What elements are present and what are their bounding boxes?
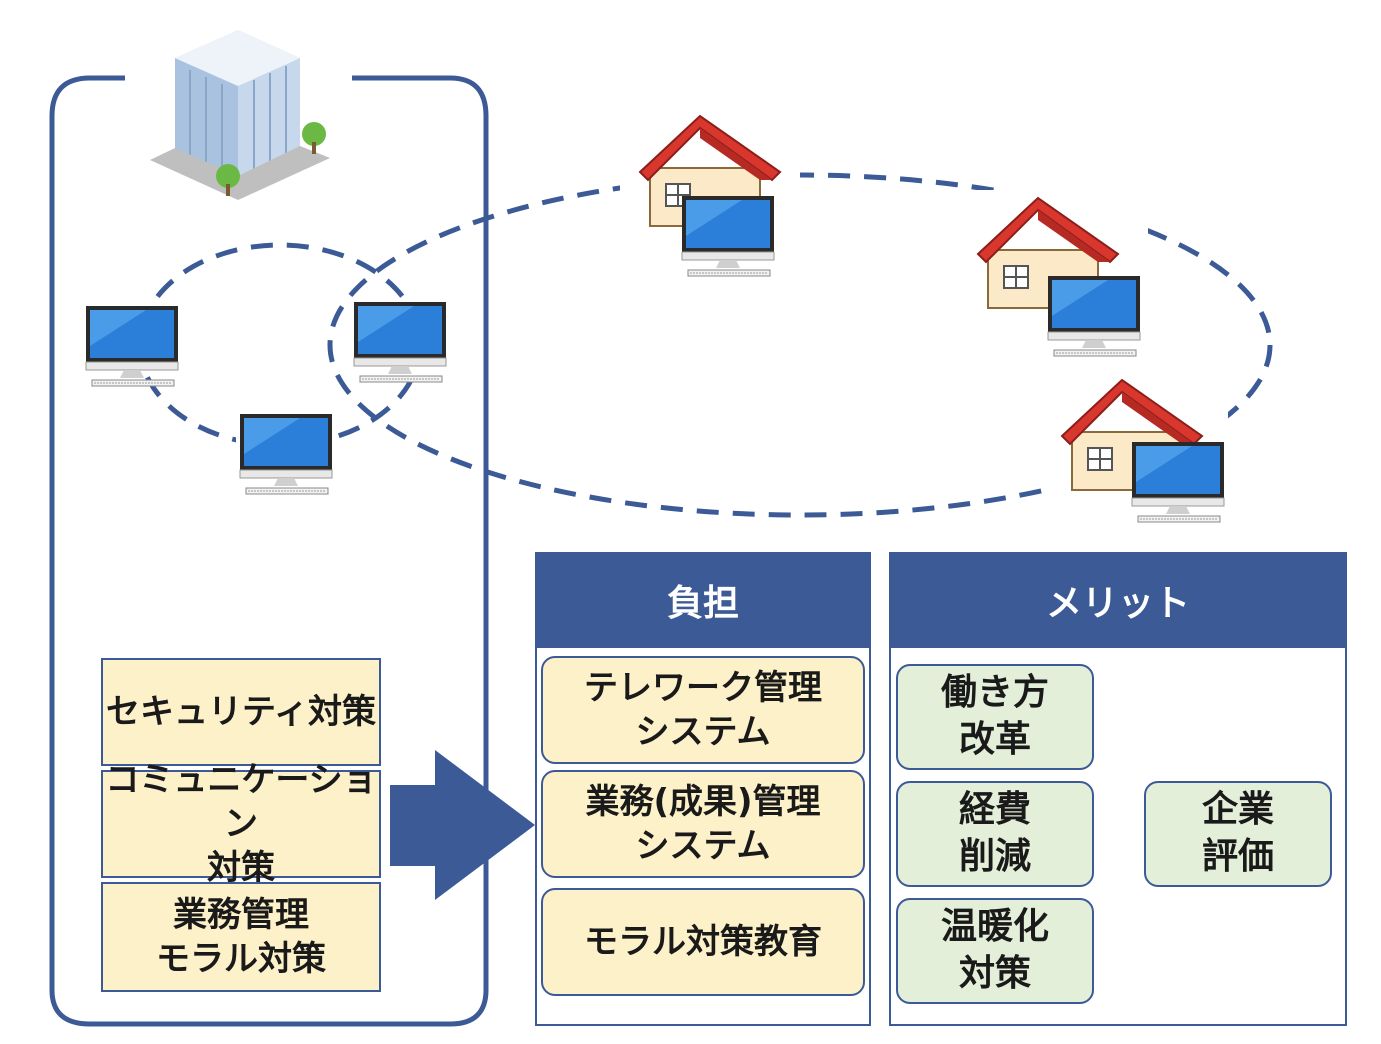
house-icon <box>620 108 800 277</box>
computer-icon <box>84 302 180 387</box>
burden-item-label: テレワーク管理 システム <box>584 667 822 752</box>
right-arrow-icon <box>390 750 535 900</box>
computer-icon <box>236 410 334 495</box>
burden-item-label: 業務(成果)管理 システム <box>585 781 821 866</box>
merit-header: メリット <box>889 552 1347 648</box>
burden-header: 負担 <box>535 552 871 648</box>
house-icon <box>958 190 1148 357</box>
merit-header-label: メリット <box>1045 583 1190 624</box>
burden-item-label: モラル対策教育 <box>584 921 822 962</box>
merit-result: 企業 評価 <box>1144 781 1332 887</box>
merit-item-label: 経費 削減 <box>958 789 1031 877</box>
office-building-icon <box>150 30 330 200</box>
measure-security: セキュリティ対策 <box>101 658 381 766</box>
measure-security-label: セキュリティ対策 <box>106 691 376 732</box>
merit-item-label: 温暖化 対策 <box>940 906 1049 994</box>
house-icon <box>1042 372 1228 523</box>
measure-management: 業務管理 モラル対策 <box>101 882 381 992</box>
measure-communication: コミュニケーション 対策 <box>101 760 381 888</box>
merit-item-label: 働き方 改革 <box>940 672 1049 760</box>
burden-header-label: 負担 <box>666 583 739 624</box>
burden-item-telework-system: テレワーク管理 システム <box>541 656 865 764</box>
burden-item-moral-education: モラル対策教育 <box>541 888 865 996</box>
computer-icon <box>350 298 447 383</box>
measure-communication-label: コミュニケーション 対策 <box>105 759 377 889</box>
measure-management-label: 業務管理 モラル対策 <box>156 894 326 979</box>
merit-item-cost: 経費 削減 <box>896 781 1094 887</box>
merit-result-label: 企業 評価 <box>1201 789 1274 877</box>
merit-item-workstyle: 働き方 改革 <box>896 664 1094 770</box>
merit-item-climate: 温暖化 対策 <box>896 898 1094 1004</box>
burden-item-work-system: 業務(成果)管理 システム <box>541 770 865 878</box>
office-frame <box>49 75 489 1027</box>
